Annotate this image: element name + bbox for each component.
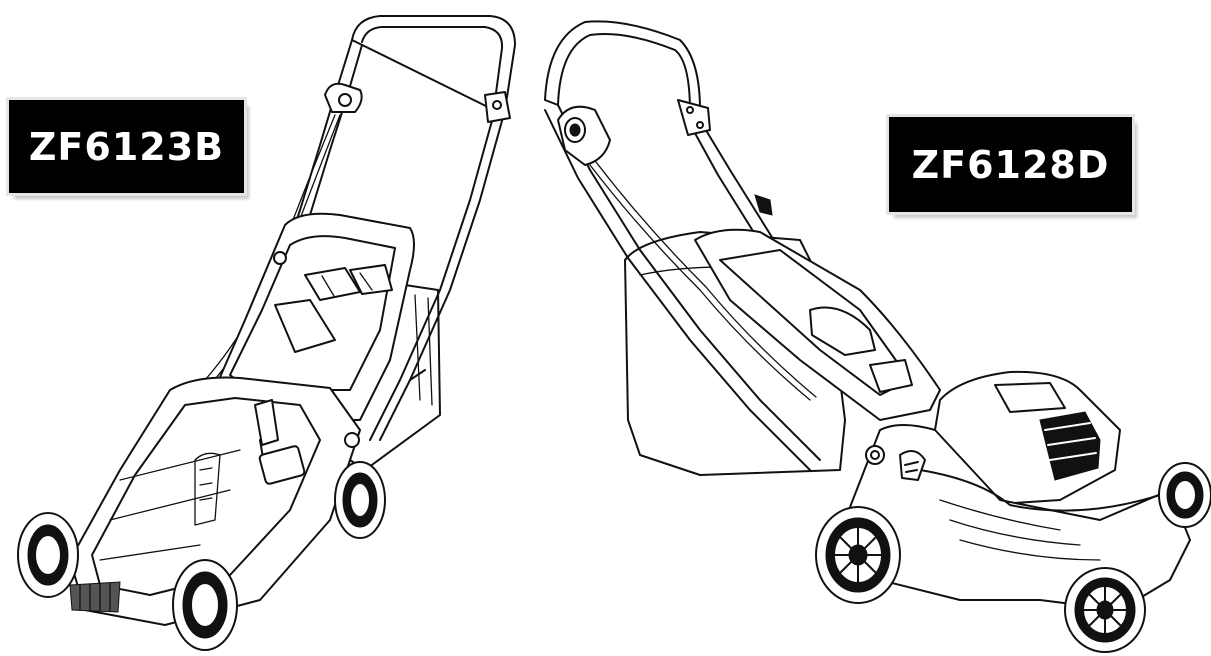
- model-code-text: ZF6128D: [911, 142, 1110, 187]
- model-label-zf6128d: ZF6128D: [886, 114, 1135, 215]
- model-label-zf6123b: ZF6123B: [6, 97, 247, 196]
- model-code-text: ZF6123B: [28, 124, 225, 169]
- mower-zf6123b-drawing: [17, 15, 516, 651]
- mower-zf6128d-drawing: [544, 20, 1211, 653]
